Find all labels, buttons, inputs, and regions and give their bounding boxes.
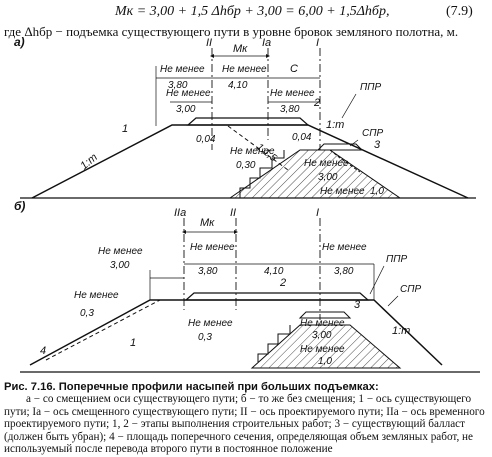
- dim-label-10-a: 1,0: [370, 186, 384, 197]
- ne-menee-a3: Не менее: [166, 88, 211, 99]
- diagram-a-label: а): [14, 35, 25, 49]
- existing-embankment-b: [250, 324, 402, 369]
- dim-label-004-a2: 0,04: [292, 132, 312, 143]
- ne-menee-a2: Не менее: [222, 64, 267, 75]
- axis-label-IIa: IIа: [174, 207, 186, 219]
- caption-title: Рис. 7.16. Поперечные профили насыпей пр…: [4, 381, 379, 393]
- dim-label-03-b2: 0,3: [198, 332, 212, 343]
- temp-slope-b: [45, 299, 161, 361]
- dim-label-10-b: 1,0: [318, 356, 332, 367]
- ppr-leader-b: [369, 265, 385, 295]
- dim-label-004-a1: 0,04: [196, 134, 216, 145]
- dim-label-030-a: 0,30: [236, 160, 256, 171]
- ne-menee-b2: Не менее: [190, 242, 235, 253]
- spr-leader-a: [349, 139, 359, 147]
- ne-menee-a6: Не менее: [304, 158, 349, 169]
- ne-menee-b4: Не менее: [74, 290, 119, 301]
- label-4-b: 4: [40, 345, 46, 357]
- dim-label-300b-a: 3,00: [318, 172, 338, 183]
- slope-label-a2: 1:т: [326, 119, 344, 131]
- axis-label-I-b: I: [316, 207, 319, 219]
- ne-menee-b3: Не менее: [322, 242, 367, 253]
- spr-label-a: СПР: [362, 128, 383, 139]
- bench-steps-a: [239, 150, 285, 198]
- label-3-b: 3: [354, 299, 361, 311]
- axis-label-I: I: [316, 37, 319, 49]
- slope-1-15-line: [227, 125, 289, 171]
- figure-caption: Рис. 7.16. Поперечные профили насыпей пр…: [4, 381, 490, 455]
- ne-menee-a1: Не менее: [160, 64, 205, 75]
- label-2-b: 2: [279, 277, 286, 289]
- ballast-prism-b: [184, 292, 370, 301]
- ne-menee-a5: Не менее: [230, 146, 275, 157]
- diagram-b: б) IIа Mк II I Не менее 3,00 Не ме: [14, 199, 480, 373]
- dim-label-410-a: 4,10: [228, 80, 248, 91]
- bench-steps-b: [257, 325, 291, 362]
- dim-label-300-b: 3,00: [110, 260, 130, 271]
- equation-number: (7.9): [446, 4, 473, 19]
- dim-label-c: C: [290, 63, 298, 75]
- dim-label-300-a: 3,00: [176, 104, 196, 115]
- dim-label-380b-b: 3,80: [334, 266, 354, 277]
- slope-label-b: 1:т: [392, 325, 410, 337]
- dim-label-300b-b: 3,00: [312, 330, 332, 341]
- existing-ballast-a: [316, 143, 364, 151]
- ne-menee-b1: Не менее: [98, 246, 143, 257]
- label-3-a: 3: [374, 139, 381, 151]
- ne-menee-b6: Не менее: [300, 318, 345, 329]
- label-2-a: 2: [313, 97, 320, 109]
- dim-label-380-b: 3,80: [198, 266, 218, 277]
- dashed-slope-a: [329, 149, 361, 173]
- formula-explanation: где Δhбр − подъемка существующего пути в…: [4, 24, 459, 39]
- axis-label-Mk: Mк: [233, 43, 248, 55]
- dim-label-410-b: 4,10: [264, 266, 284, 277]
- slope-label-a1: 1:т: [78, 151, 100, 172]
- label-1-a: 1: [122, 123, 128, 135]
- ppr-label-a: ППР: [360, 82, 381, 93]
- existing-ballast-b: [298, 311, 352, 319]
- ne-menee-b5: Не менее: [188, 318, 233, 329]
- dim-label-380-a: 3,80: [168, 80, 188, 91]
- formula-7-9: Mк = 3,00 + 1,5 Δhбр + 3,00 = 6,00 + 1,5…: [115, 4, 390, 19]
- ne-menee-b7: Не менее: [300, 344, 345, 355]
- axis-label-Mk-b: Mк: [200, 217, 215, 229]
- axis-label-Ia: Iа: [262, 37, 271, 49]
- dim-label-03-b1: 0,3: [80, 308, 94, 319]
- diagram-a: а) II Mк Iа I: [14, 35, 476, 199]
- diagram-b-label: б): [14, 199, 25, 213]
- label-1-b: 1: [130, 337, 136, 349]
- axis-label-II-b: II: [230, 207, 236, 219]
- ppr-leader-a: [341, 93, 357, 119]
- spr-label-b: СПР: [400, 284, 421, 295]
- ne-menee-a7: Не менее: [320, 186, 365, 197]
- axis-label-II: II: [206, 37, 212, 49]
- ppr-label-b: ППР: [386, 254, 407, 265]
- spr-leader-b: [387, 295, 399, 307]
- caption-body: а − со смещением оси существующего пути;…: [4, 393, 485, 456]
- ne-menee-a4: Не менее: [270, 88, 315, 99]
- dim-label-380b-a: 3,80: [280, 104, 300, 115]
- ballast-prism-a: [186, 117, 310, 126]
